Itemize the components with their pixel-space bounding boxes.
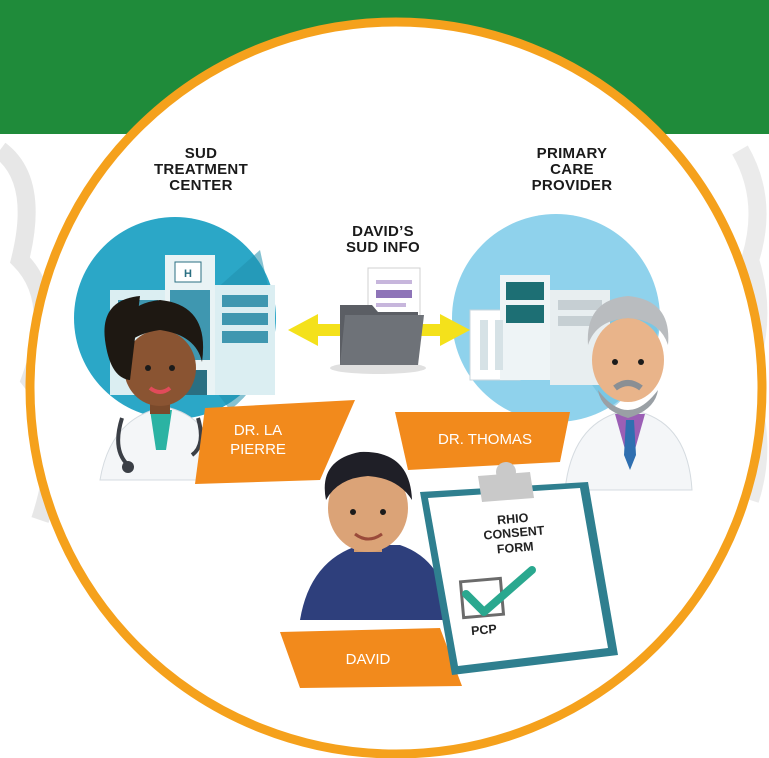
tag-line: PIERRE bbox=[230, 440, 286, 458]
david-tag bbox=[280, 628, 462, 688]
heading-line: CARE bbox=[550, 160, 594, 178]
sud-center-heading: SUD TREATMENT CENTER bbox=[141, 146, 261, 193]
checkbox-checked-icon bbox=[458, 566, 536, 620]
folder-icon bbox=[330, 267, 426, 374]
heading-line: PRIMARY bbox=[536, 145, 608, 162]
heading-line: PROVIDER bbox=[531, 176, 613, 194]
primary-care-heading: PRIMARY CARE PROVIDER bbox=[502, 146, 642, 193]
dr-lapierre-figure bbox=[99, 296, 223, 481]
heading-line: SUD INFO bbox=[345, 238, 421, 256]
heading-line: DAVID’S bbox=[352, 223, 414, 240]
dr-lapierre-label: DR. LA PIERRE bbox=[206, 422, 310, 460]
heading-line: SUD bbox=[184, 145, 218, 162]
clipboard-icon bbox=[420, 462, 618, 675]
dr-lapierre-tag bbox=[195, 400, 355, 484]
tag-line: DR. THOMAS bbox=[438, 431, 532, 448]
heading-line: TREATMENT bbox=[153, 160, 249, 178]
tag-line: DR. LA bbox=[233, 422, 283, 439]
tag-line: DAVID bbox=[345, 651, 391, 668]
heading-line: CENTER bbox=[169, 176, 233, 194]
svg-text:H: H bbox=[184, 268, 192, 280]
dr-thomas-label: DR. THOMAS bbox=[410, 432, 560, 448]
dr-thomas-figure bbox=[564, 296, 693, 491]
dr-thomas-tag bbox=[395, 412, 570, 470]
sud-info-heading: DAVID’S SUD INFO bbox=[316, 224, 450, 256]
david-figure bbox=[300, 451, 452, 620]
consent-form-title: RHIO CONSENT FORM bbox=[464, 508, 563, 559]
david-label: DAVID bbox=[298, 652, 438, 668]
